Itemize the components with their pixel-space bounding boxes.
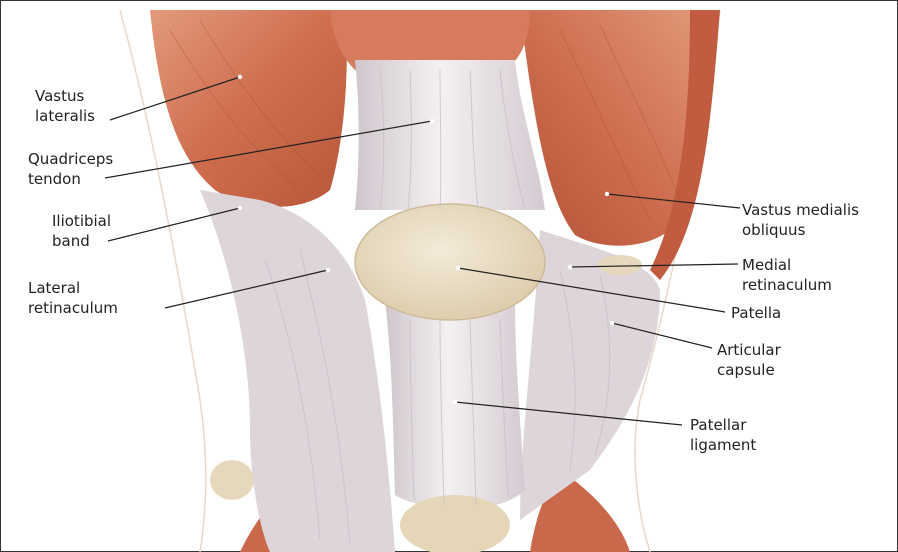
patellar-ligament-shape xyxy=(385,300,525,509)
label-lateral-retinaculum: Lateral retinaculum xyxy=(28,278,118,318)
label-vastus-medialis-obliquus: Vastus medialis obliquus xyxy=(742,200,859,240)
label-quadriceps-tendon: Quadriceps tendon xyxy=(28,149,113,189)
label-patellar-ligament: Patellar ligament xyxy=(690,415,756,455)
label-iliotibial-band: Iliotibial band xyxy=(52,211,111,251)
fibular-head xyxy=(210,460,254,500)
label-patella: Patella xyxy=(731,303,781,323)
patella-bone xyxy=(355,204,545,320)
label-medial-retinaculum: Medial retinaculum xyxy=(742,255,832,295)
medial-condyle xyxy=(598,255,642,275)
label-articular-capsule: Articular capsule xyxy=(717,340,781,380)
label-vastus-lateralis: Vastus lateralis xyxy=(35,86,95,126)
